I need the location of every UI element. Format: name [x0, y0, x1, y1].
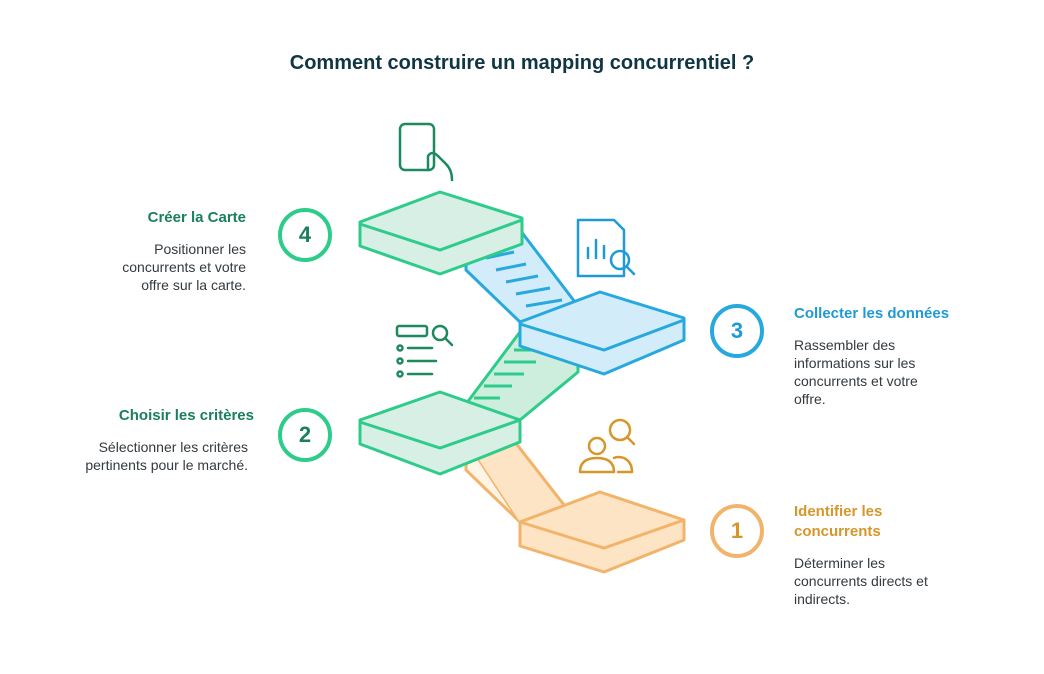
step-4-heading: Créer la Carte	[60, 208, 246, 228]
step-2-number: 2	[278, 408, 332, 462]
step-3-number: 3	[710, 304, 764, 358]
checklist-search-icon	[397, 326, 452, 377]
step-4-number: 4	[278, 208, 332, 262]
step-4-description: Positionner les concurrents et votre off…	[100, 240, 246, 294]
step-3-description: Rassembler des informations sur les conc…	[794, 336, 944, 408]
step-2-heading: Choisir les critères	[60, 406, 254, 426]
step-1-number: 1	[710, 504, 764, 558]
step-1-description: Déterminer les concurrents directs et in…	[794, 554, 954, 608]
step-3-heading: Collecter les données	[794, 304, 994, 324]
report-search-icon	[578, 220, 634, 276]
people-search-icon	[580, 420, 634, 472]
document-hand-icon	[400, 124, 452, 180]
step-2-description: Sélectionner les critères pertinents pou…	[80, 438, 248, 474]
step-1-heading: Identifier les concurrents	[794, 502, 904, 542]
